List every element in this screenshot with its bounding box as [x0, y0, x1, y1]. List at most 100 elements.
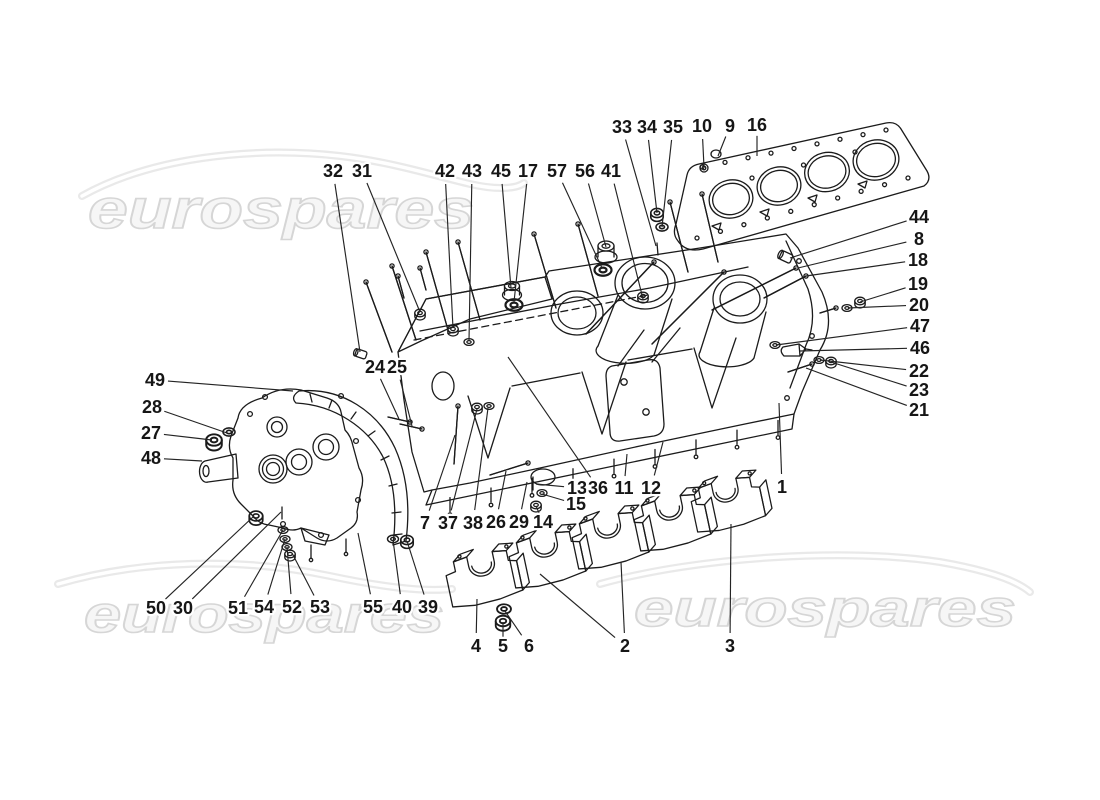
leader-line-54 [267, 538, 286, 595]
leader-line-35 [661, 139, 673, 228]
callout-47: 47 [910, 316, 930, 336]
callout-20: 20 [909, 295, 929, 315]
watermark-text-top: eurospares [88, 177, 474, 240]
callout-22: 22 [909, 361, 929, 381]
leader-line-38 [474, 407, 489, 511]
callout-1: 1 [777, 477, 787, 497]
callout-8: 8 [914, 229, 924, 249]
callout-37: 37 [438, 513, 458, 533]
watermark-text-bottom-right: eurospares [634, 580, 1016, 638]
leader-line-1 [778, 402, 783, 475]
engine-block [397, 233, 830, 506]
washer-6 [496, 603, 512, 615]
callout-55: 55 [363, 597, 383, 617]
nut-27 [205, 433, 223, 452]
leader-line-9 [717, 136, 727, 157]
leader-line-13 [535, 483, 565, 488]
watermark-text-bottom-left: eurospares [84, 586, 444, 644]
callout-53: 53 [310, 597, 330, 617]
callout-4: 4 [471, 636, 481, 656]
leader-line-22 [819, 359, 907, 371]
leader-line-46 [799, 347, 908, 352]
callout-42: 42 [435, 161, 455, 181]
sensor-46 [780, 343, 813, 357]
callout-23: 23 [909, 380, 929, 400]
leader-line-17 [513, 183, 528, 303]
callout-54: 54 [254, 597, 274, 617]
callout-25: 25 [387, 357, 407, 377]
callout-13: 13 [567, 478, 587, 498]
leader-line-24 [379, 378, 400, 420]
callout-41: 41 [601, 161, 621, 181]
head-gasket [673, 121, 930, 251]
leader-line-12 [653, 441, 664, 476]
leader-line-15 [541, 493, 565, 502]
leader-line-52 [286, 546, 292, 595]
callout-35: 35 [663, 117, 683, 137]
callout-40: 40 [392, 597, 412, 617]
leader-line-27 [163, 433, 213, 441]
leader-line-37 [450, 408, 478, 511]
plug-44 [777, 249, 794, 264]
callout-6: 6 [524, 636, 534, 656]
callout-14: 14 [533, 512, 553, 532]
callout-49: 49 [145, 370, 165, 390]
callout-32: 32 [323, 161, 343, 181]
leader-line-51 [243, 529, 284, 598]
leader-line-41 [613, 183, 644, 300]
callout-16: 16 [747, 115, 767, 135]
loose-studs [387, 305, 839, 476]
leader-line-53 [291, 552, 315, 596]
callout-44: 44 [909, 207, 929, 227]
callout-19: 19 [908, 274, 928, 294]
callout-3: 3 [725, 636, 735, 656]
callout-10: 10 [692, 116, 712, 136]
leader-line-56 [587, 183, 607, 248]
leader-line-48 [163, 458, 203, 462]
callout-15: 15 [566, 494, 586, 514]
leader-line-29 [520, 481, 528, 510]
pin-33 [656, 242, 659, 256]
washer-57 [593, 263, 613, 277]
leader-line-6 [504, 610, 523, 636]
cylinder-liners [550, 256, 768, 368]
leader-line-2 [620, 561, 625, 634]
leader-line-25 [399, 379, 413, 427]
callout-5: 5 [498, 636, 508, 656]
callout-57: 57 [547, 161, 567, 181]
callout-46: 46 [910, 338, 930, 358]
callout-18: 18 [908, 250, 928, 270]
leader-line-49 [167, 380, 294, 392]
leader-line-45 [501, 183, 512, 289]
leader-line-30 [191, 511, 282, 600]
leader-line-26 [497, 470, 507, 510]
leader-line-43 [468, 183, 473, 342]
leader-line-36 [507, 356, 592, 478]
leader-line-3 [729, 523, 732, 634]
bushing-32 [352, 347, 368, 360]
callout-7: 7 [420, 513, 430, 533]
leader-line-57 [561, 182, 603, 269]
leader-line-44 [789, 220, 907, 259]
breather-plug-56 [594, 240, 618, 264]
leader-line-40 [392, 539, 401, 595]
flanged-nut-45 [501, 280, 523, 302]
leader-line-7 [428, 434, 456, 511]
leader-line-11 [624, 453, 628, 477]
callout-9: 9 [725, 116, 735, 136]
watermark-layer: eurospares eurospares eurospares [54, 148, 1034, 645]
leader-line-19 [859, 287, 906, 303]
engine-drawing [198, 121, 930, 632]
leader-line-2 [539, 573, 616, 639]
callout-31: 31 [352, 161, 372, 181]
leader-line-4 [475, 598, 478, 634]
callout-34: 34 [637, 117, 657, 137]
callout-48: 48 [141, 448, 161, 468]
callout-30: 30 [173, 598, 193, 618]
callout-21: 21 [909, 400, 929, 420]
leader-line-20 [847, 304, 907, 309]
leader-line-33 [625, 139, 657, 247]
leader-lines [163, 135, 908, 639]
leader-line-31 [366, 182, 421, 313]
